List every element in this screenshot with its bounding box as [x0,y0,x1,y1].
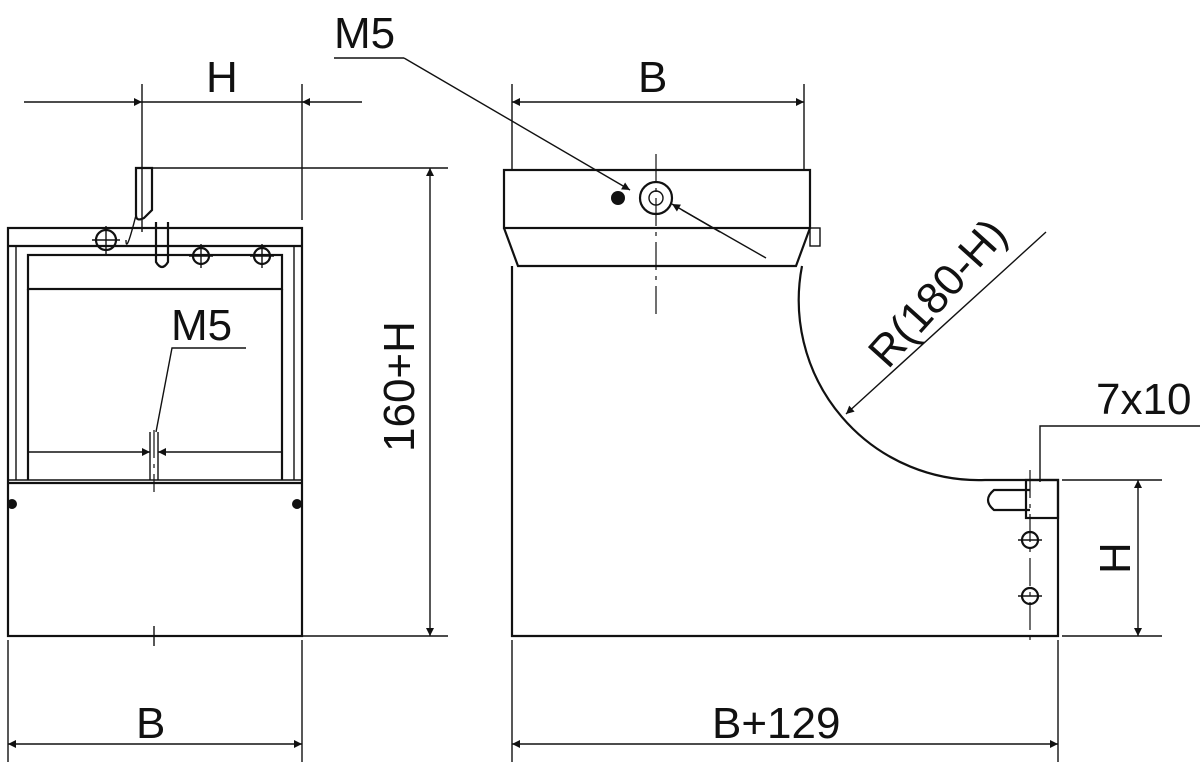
overall-width-label: B+129 [712,699,840,748]
front-width-label: H [206,53,238,102]
side-bracket [1024,478,1060,520]
front-slot [154,222,170,269]
slot-leader [1039,425,1200,482]
top-thread-label: M5 [334,9,395,58]
slot-label: 7x10 [1096,375,1191,424]
side-lid [502,168,812,230]
side-bolt-lower-2 [1018,586,1042,606]
radius-leader [845,231,1047,415]
side-width-label: B [638,53,667,102]
side-bolt [611,180,674,216]
front-bolt-1 [92,226,120,254]
side-lid-tab [809,227,821,247]
front-hook [134,166,154,221]
bottom-width-label: B [136,699,165,748]
front-bolt-2 [189,244,213,268]
inner-thread-leader [155,347,246,433]
radius-label: R(180-H) [859,209,1016,376]
height-label: 160+H [375,321,424,452]
side-height-label: H [1091,542,1140,574]
side-view: M5 B R(180-H) 7x10 H B+129 [334,9,1200,762]
front-hook-lip [125,214,137,245]
front-bolt-3 [250,244,274,268]
front-view: M5 H 160+H B [6,53,448,762]
front-rivet-left [7,499,17,509]
side-lid-chamfer [502,227,812,268]
inner-thread-label: M5 [171,301,232,350]
side-body-outline [510,265,1060,638]
top-thread-leader [403,57,631,191]
side-bolt-lower-1 [1018,530,1042,550]
top-thread-arrow-back [671,203,721,233]
side-slot [986,488,1030,512]
front-rivet-right [292,499,302,509]
